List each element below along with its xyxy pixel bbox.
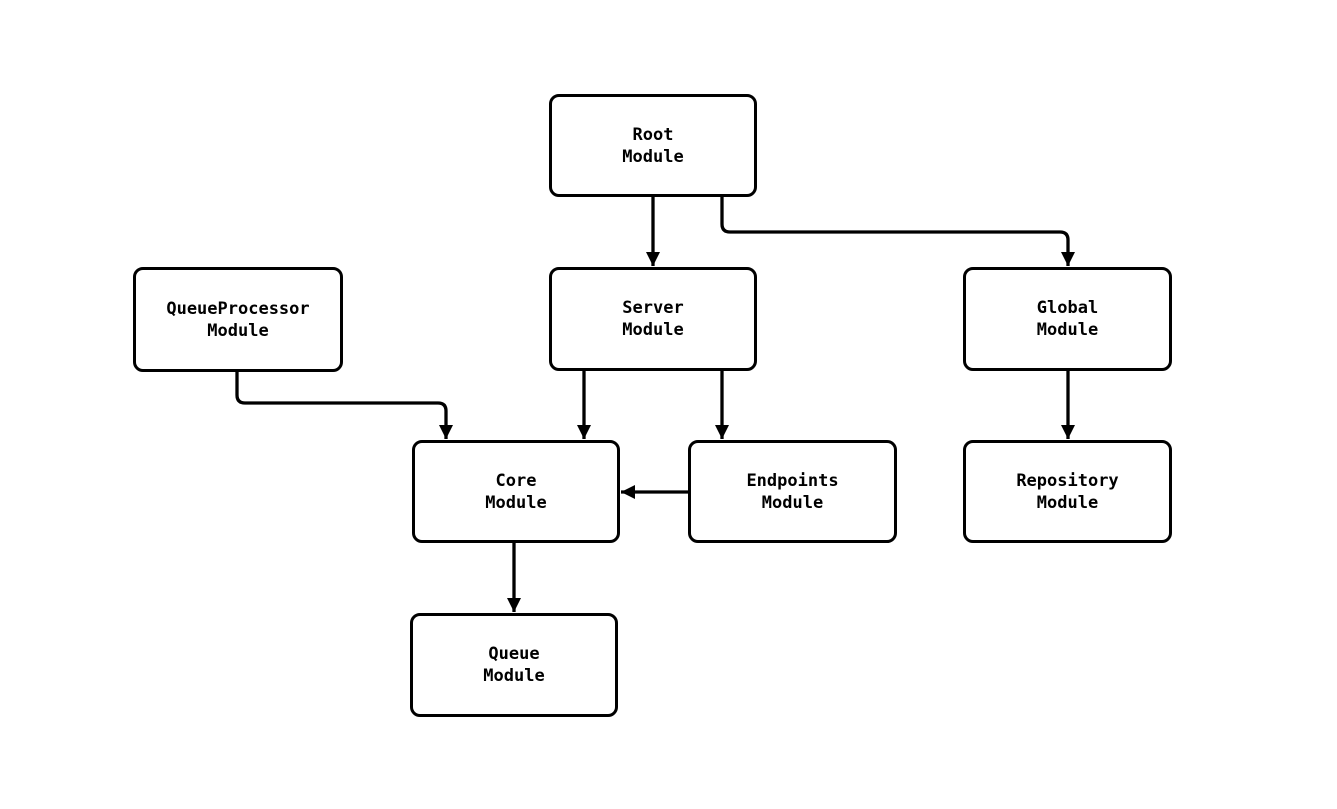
node-label-line2: Module: [622, 320, 684, 340]
node-label-line2: Module: [622, 146, 684, 167]
node-label-line1: QueueProcessor: [166, 298, 310, 319]
node-label-line1: Repository: [1016, 470, 1119, 491]
node-label-line1: Global: [1036, 298, 1099, 318]
edge-queueprocessor-to-core: [235, 372, 453, 439]
node-label-line1: Root: [632, 124, 674, 145]
node-endpoints-module: Endpoints Module: [688, 440, 897, 543]
node-label-line2: Module: [1036, 320, 1099, 340]
node-core-module: Core Module: [412, 440, 620, 543]
node-queueprocessor-module: QueueProcessor Module: [133, 267, 343, 372]
node-label-line1: Endpoints: [746, 470, 839, 491]
node-label-line2: Module: [485, 492, 547, 513]
node-repository-module: Repository Module: [963, 440, 1172, 543]
node-label-line2: Module: [207, 320, 269, 341]
node-root-module: Root Module: [549, 94, 757, 197]
node-global-module: Global Module: [963, 267, 1172, 371]
edge-root-to-global: [720, 197, 1075, 266]
node-label-line1: Core: [495, 470, 537, 491]
node-label-line2: Module: [1036, 492, 1099, 513]
node-label-line2: Module: [483, 666, 545, 686]
node-label-line2: Module: [761, 492, 824, 513]
node-label-line1: Server: [622, 298, 684, 318]
node-server-module: Server Module: [549, 267, 757, 371]
node-queue-module: Queue Module: [410, 613, 618, 717]
node-label-line1: Queue: [488, 644, 540, 664]
